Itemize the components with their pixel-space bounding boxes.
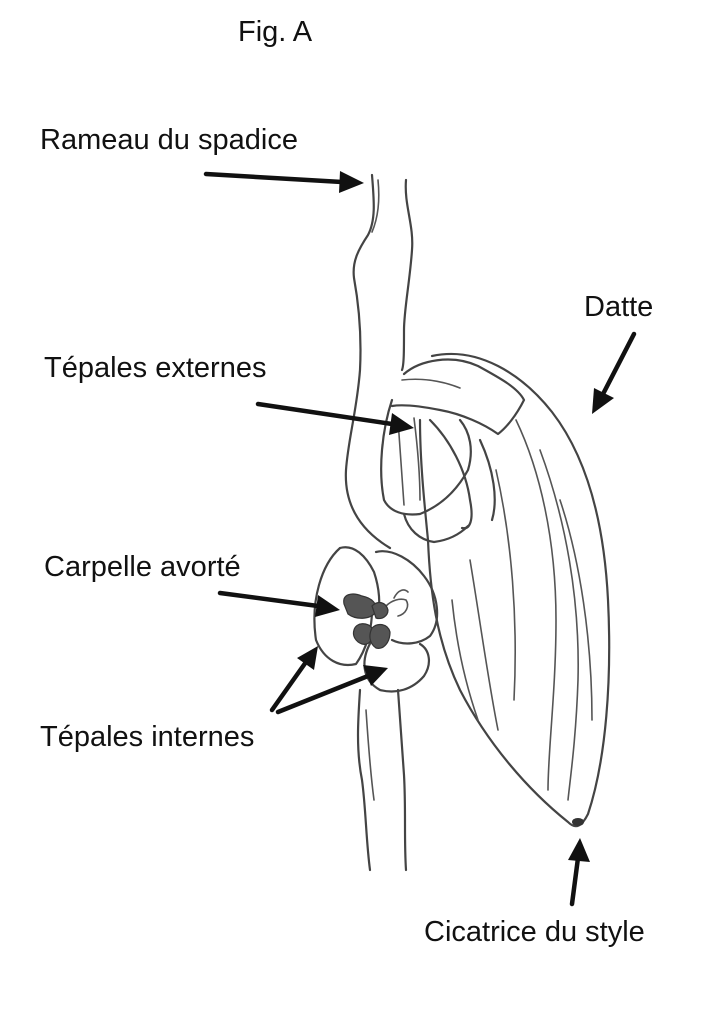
spadix-branch — [344, 173, 414, 872]
arrow-style-scar — [568, 838, 590, 907]
aborted-carpel — [343, 593, 391, 649]
label-inner-tepals: Tépales internes — [40, 721, 255, 753]
arrow-inner-tepals-right — [275, 665, 388, 715]
label-outer-tepals: Tépales externes — [44, 352, 267, 384]
arrow-date — [592, 331, 637, 414]
date-fruit — [418, 352, 611, 828]
arrow-spadix — [203, 171, 364, 193]
style-scar — [572, 818, 584, 826]
outer-tepals — [380, 358, 526, 544]
label-aborted-carpel: Carpelle avorté — [44, 551, 241, 583]
label-date: Datte — [584, 291, 654, 323]
arrow-inner-tepals-left — [269, 646, 318, 713]
label-spadix-branch: Rameau du spadice — [40, 124, 298, 156]
arrow-outer-tepals — [255, 401, 414, 435]
figure-title: Fig. A — [238, 16, 313, 48]
arrow-carpel — [217, 590, 340, 617]
label-style-scar: Cicatrice du style — [424, 916, 645, 948]
